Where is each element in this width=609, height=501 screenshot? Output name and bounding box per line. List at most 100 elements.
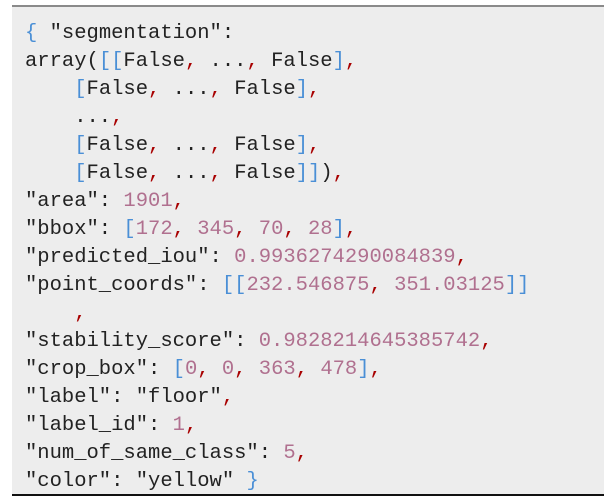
comma: , [344,50,358,73]
code-text: False [123,50,185,73]
comma: , [332,162,345,185]
code-text [25,162,74,185]
comma: , [295,442,308,465]
comma: , [221,386,235,409]
comma: , [111,106,124,129]
code-line: "num_of_same_class": 5, [25,440,529,468]
number-literal: 0.9936274290084839 [234,246,456,269]
number-literal: 1901 [123,190,173,213]
code-text [25,78,74,101]
comma: , [283,218,296,241]
code-text: False [86,134,149,157]
bracket: ]] [504,274,530,297]
number-literal: 0 [184,358,198,381]
comma: , [184,50,198,73]
comma: , [480,330,493,353]
code-text: "label_id": [25,414,173,437]
comma: , [209,78,222,101]
bracket: ] [295,78,309,101]
code-line: [False, ..., False], [25,76,529,104]
code-line: "predicted_iou": 0.9936274290084839, [25,244,529,272]
code-line: "color": "yellow" } [25,468,529,496]
bracket: [ [172,358,185,381]
comma: , [369,358,382,381]
code-text: False [86,78,149,101]
comma: , [234,218,247,241]
bracket: [ [74,78,87,101]
number-literal: 28 [295,218,333,241]
comma: , [148,162,161,185]
code-text: False [221,162,296,185]
comma: , [172,190,185,213]
comma: , [184,414,198,437]
code-line: array([[False, ..., False], [25,48,529,76]
code-line: "label_id": 1, [25,412,529,440]
code-text: "stability_score": [25,330,259,353]
code-line: [False, ..., False]]), [25,160,529,188]
code-block: { "segmentation":array([[False, ..., Fal… [12,5,604,496]
code-text: "label": "floor" [25,386,222,409]
comma: , [74,302,87,325]
code-text: array( [25,50,99,73]
comma: , [344,218,358,241]
code-text: ) [320,162,333,185]
code-text: False [258,50,333,73]
comma: , [148,134,161,157]
code-line: , [25,300,529,328]
comma: , [197,358,210,381]
comma: , [308,78,321,101]
bracket: [[ [221,274,247,297]
code-text: "crop_box": [25,358,173,381]
code-text: False [221,78,296,101]
bracket: { [25,22,38,45]
number-literal: 345 [184,218,235,241]
code-text [25,134,74,157]
code-line: ..., [25,104,529,132]
code-text: "segmentation": [37,22,235,45]
code-text: ... [197,50,247,73]
comma: , [209,134,222,157]
number-literal: 1 [172,414,185,437]
number-literal: 478 [308,358,358,381]
code-line: [False, ..., False], [25,132,529,160]
comma: , [148,78,161,101]
code-line: "point_coords": [[232.546875, 351.03125]… [25,272,529,300]
bracket: ] [295,134,309,157]
code-text: "predicted_iou": [25,246,235,269]
code-text: ... [160,78,210,101]
bracket: [[ [98,50,124,73]
comma: , [455,246,468,269]
number-literal: 363 [246,358,296,381]
number-literal: 351.03125 [381,274,505,297]
code-text: "point_coords": [25,274,222,297]
comma: , [234,358,247,381]
bracket: ] [332,50,345,73]
number-literal: 232.546875 [246,274,370,297]
number-literal: 70 [246,218,284,241]
number-literal: 172 [135,218,173,241]
bracket: ] [332,218,345,241]
comma: , [172,218,185,241]
comma: , [308,134,321,157]
code-text: False [86,162,149,185]
code-line: "bbox": [172, 345, 70, 28], [25,216,529,244]
code-text: "color": "yellow" [25,470,247,493]
code-text: "area": [25,190,124,213]
number-literal: 5 [283,442,296,465]
code-text: ... [160,162,210,185]
code-line: "stability_score": 0.9828214645385742, [25,328,529,356]
code-text: "num_of_same_class": [25,442,284,465]
bracket: ]] [295,162,321,185]
bracket: [ [123,218,136,241]
code-text: False [221,134,296,157]
bracket: [ [74,134,87,157]
comma: , [295,358,309,381]
number-literal: 0.9828214645385742 [258,330,481,353]
code-line: "area": 1901, [25,188,529,216]
bracket: [ [74,162,87,185]
bracket: ] [357,358,370,381]
code-line: { "segmentation": [25,20,529,48]
code-listing: { "segmentation":array([[False, ..., Fal… [25,20,529,496]
comma: , [246,50,259,73]
bracket: } [246,470,259,493]
